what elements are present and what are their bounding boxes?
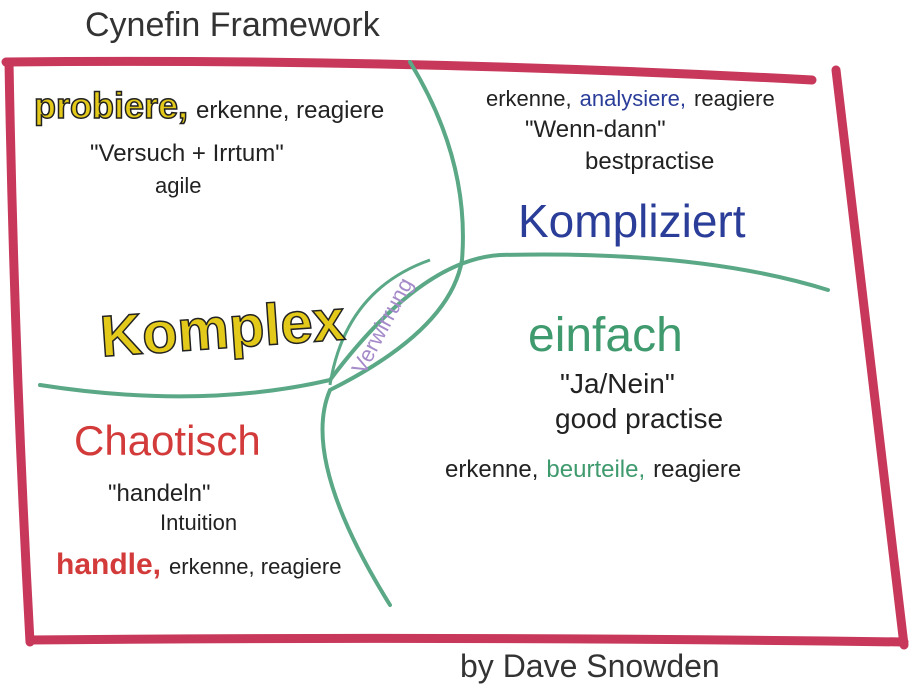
simple-action-sense: erkenne, xyxy=(445,456,539,483)
simple-action-categorize: beurteile, xyxy=(546,456,646,483)
simple-practice: good practise xyxy=(555,403,724,434)
chaotic-method: Intuition xyxy=(160,510,238,535)
divider-horizontal xyxy=(38,252,830,399)
frame-right xyxy=(831,65,909,650)
frame-top xyxy=(1,56,817,85)
simple-actions: erkenne, beurteile, reagiere xyxy=(445,458,741,482)
chaotic-action-rest: erkenne, reagiere xyxy=(169,554,342,579)
complicated-actions: erkenne, analysiere, reagiere xyxy=(486,88,775,110)
chaotic-action-act: handle, xyxy=(56,548,162,581)
simple-approach: "Ja/Nein" xyxy=(560,368,675,399)
simple-label: einfach xyxy=(528,309,683,362)
chaotic-approach: "handeln" xyxy=(108,480,211,507)
divider-vertical xyxy=(320,60,465,607)
frame-left xyxy=(4,57,35,647)
complex-approach: "Versuch + Irrtum" xyxy=(90,140,284,167)
author-credit: by Dave Snowden xyxy=(460,648,720,684)
complicated-action-respond: reagiere xyxy=(694,86,775,111)
complicated-label: Kompliziert xyxy=(518,195,746,247)
chaotic-label: Chaotisch xyxy=(74,417,261,464)
simple-action-respond: reagiere xyxy=(653,456,742,483)
complex-method: agile xyxy=(155,173,202,198)
frame-bottom xyxy=(25,633,909,647)
disorder-arc xyxy=(328,258,431,386)
complex-actions: probiere, erkenne, reagiere xyxy=(33,85,385,126)
chaotic-actions: handle, erkenne, reagiere xyxy=(56,550,341,580)
complex-action-probe: probiere, xyxy=(33,85,189,126)
complicated-approach: "Wenn-dann" xyxy=(525,116,666,143)
complex-action-rest: erkenne, reagiere xyxy=(196,97,385,124)
complicated-action-sense: erkenne, xyxy=(486,86,572,111)
complicated-practice: bestpractise xyxy=(585,148,715,175)
complicated-action-analyze: analysiere, xyxy=(579,86,687,111)
page-title: Cynefin Framework xyxy=(85,6,380,44)
